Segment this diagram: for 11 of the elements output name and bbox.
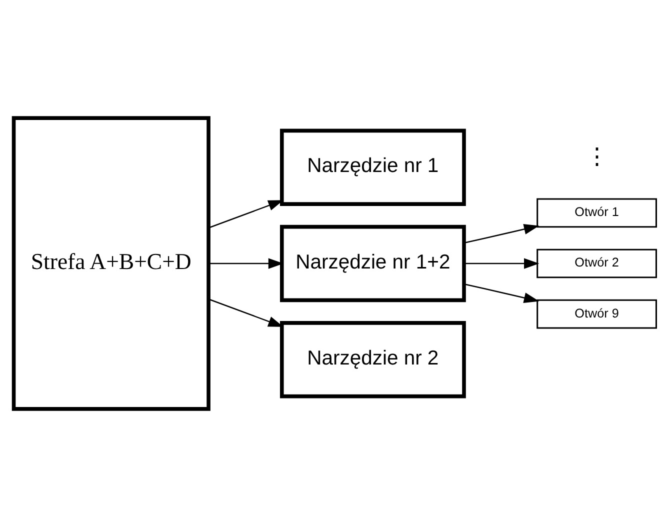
node-box: Otwór 2 [536, 248, 657, 278]
node-box: Narzędzie nr 1 [280, 128, 466, 206]
node-box: Otwór 9 [536, 299, 657, 329]
node-box: Narzędzie nr 1+2 [280, 224, 466, 302]
arrow [464, 224, 540, 244]
node-box: Narzędzie nr 2 [280, 321, 466, 398]
node-box: Otwór 1 [536, 198, 657, 228]
label: ⋮ [585, 143, 608, 170]
arrow [464, 283, 540, 303]
node-box: Strefa A+B+C+D [12, 116, 210, 411]
arrow [464, 258, 540, 269]
